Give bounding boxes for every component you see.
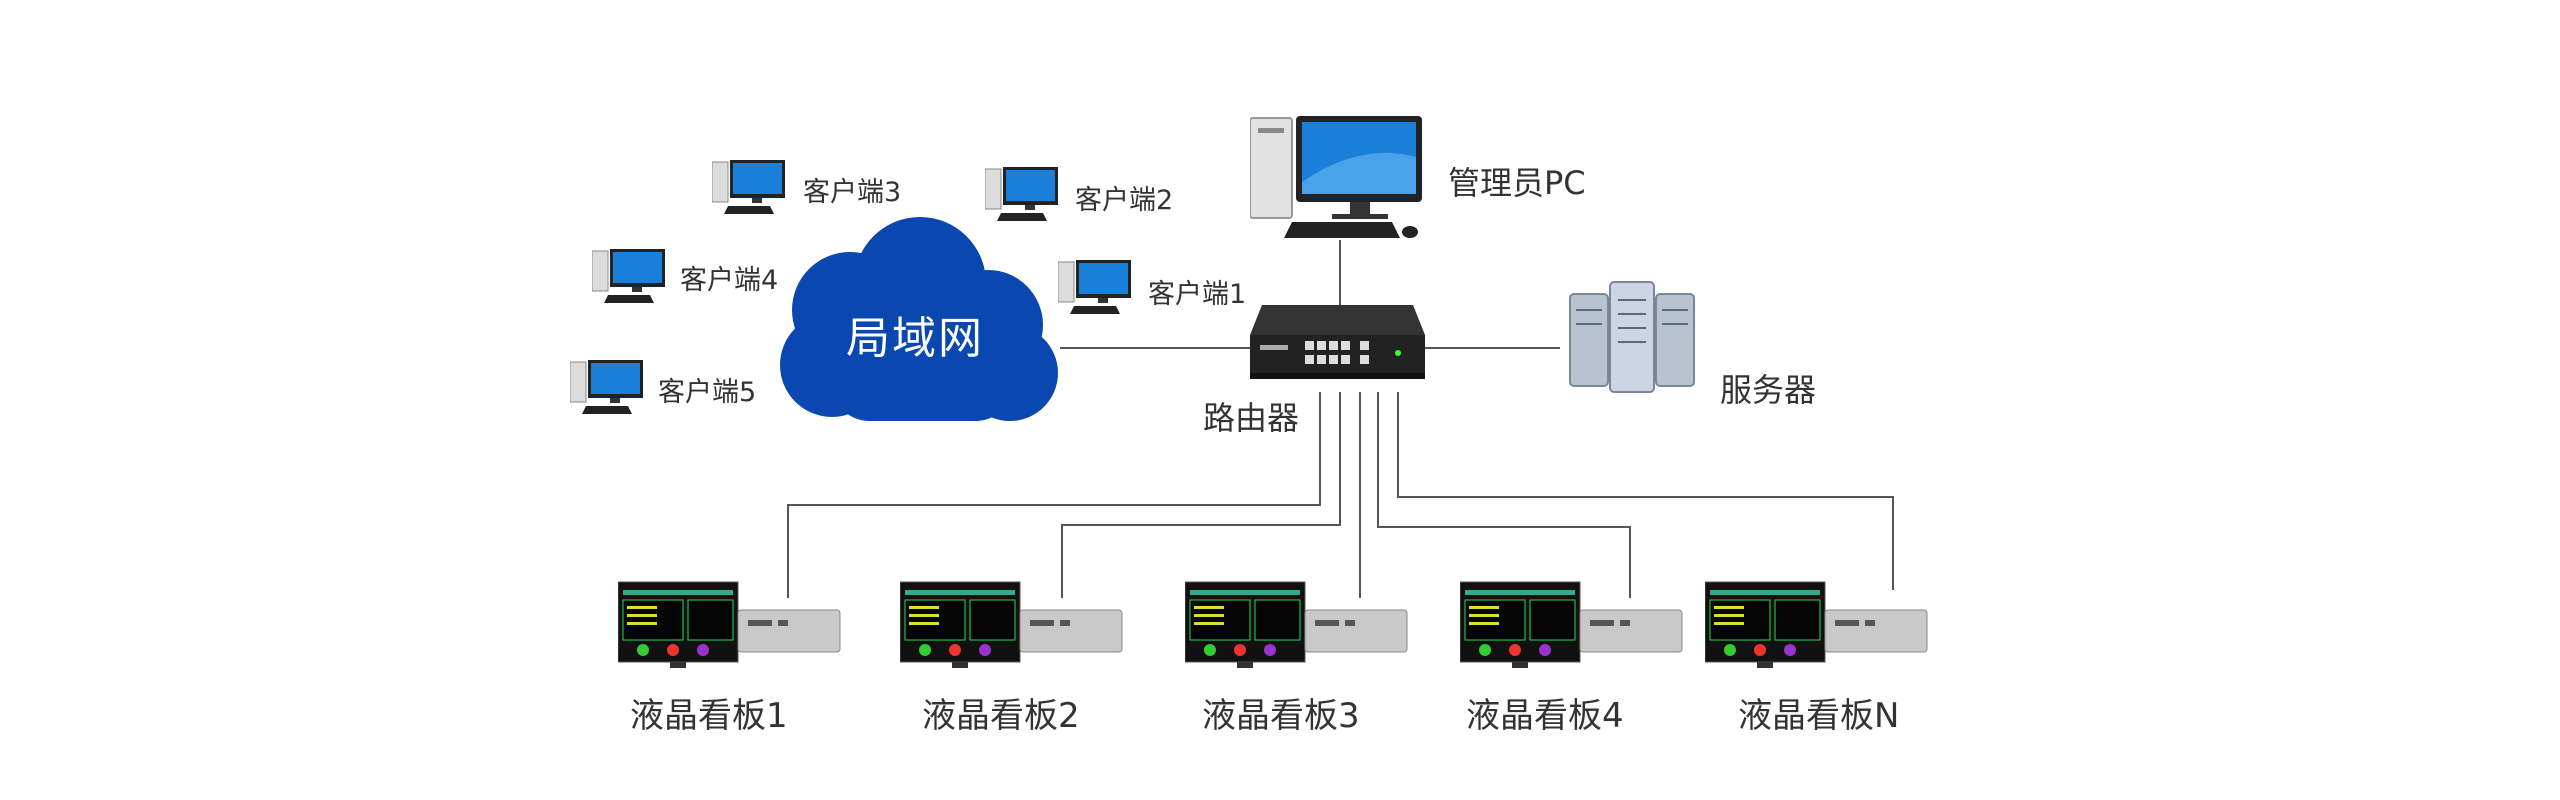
client-1-label: 客户端1 xyxy=(1148,279,1247,310)
client-2-label: 客户端2 xyxy=(1075,185,1174,216)
cloud-label: 局域网 xyxy=(846,313,984,364)
lcd-board-3-icon xyxy=(1185,581,1408,668)
client-4-pc-icon xyxy=(592,249,665,303)
lan-cloud-icon xyxy=(780,217,1058,421)
client-4-label: 客户端4 xyxy=(680,265,779,296)
client-3-label: 客户端3 xyxy=(803,177,902,208)
lcd-board-n-label: 液晶看板N xyxy=(1738,696,1900,736)
client-2-pc-icon xyxy=(985,167,1058,221)
admin-pc-label: 管理员PC xyxy=(1448,164,1586,202)
server-label: 服务器 xyxy=(1720,371,1817,409)
client-1-pc-icon xyxy=(1058,260,1131,314)
lcd-board-4-icon xyxy=(1460,581,1683,668)
lcd-board-2-label: 液晶看板2 xyxy=(922,696,1080,736)
lcd-board-n-icon xyxy=(1705,581,1928,668)
lcd-board-1-label: 液晶看板1 xyxy=(630,696,788,736)
link-router-lcd2 xyxy=(1061,392,1341,598)
router-icon xyxy=(1250,305,1425,379)
lcd-board-1-icon xyxy=(618,581,841,668)
admin-pc-icon xyxy=(1250,116,1422,238)
client-3-pc-icon xyxy=(712,160,785,214)
server-icon xyxy=(1569,281,1695,393)
link-router-lcd1 xyxy=(787,392,1321,598)
router-label: 路由器 xyxy=(1203,399,1300,437)
lcd-board-2-icon xyxy=(900,581,1123,668)
link-router-lcdN xyxy=(1397,392,1894,590)
lcd-board-3-label: 液晶看板3 xyxy=(1202,696,1360,736)
link-router-lcd4 xyxy=(1377,392,1631,598)
client-5-pc-icon xyxy=(570,360,643,414)
lcd-board-4-label: 液晶看板4 xyxy=(1466,696,1624,736)
client-5-label: 客户端5 xyxy=(658,377,757,408)
